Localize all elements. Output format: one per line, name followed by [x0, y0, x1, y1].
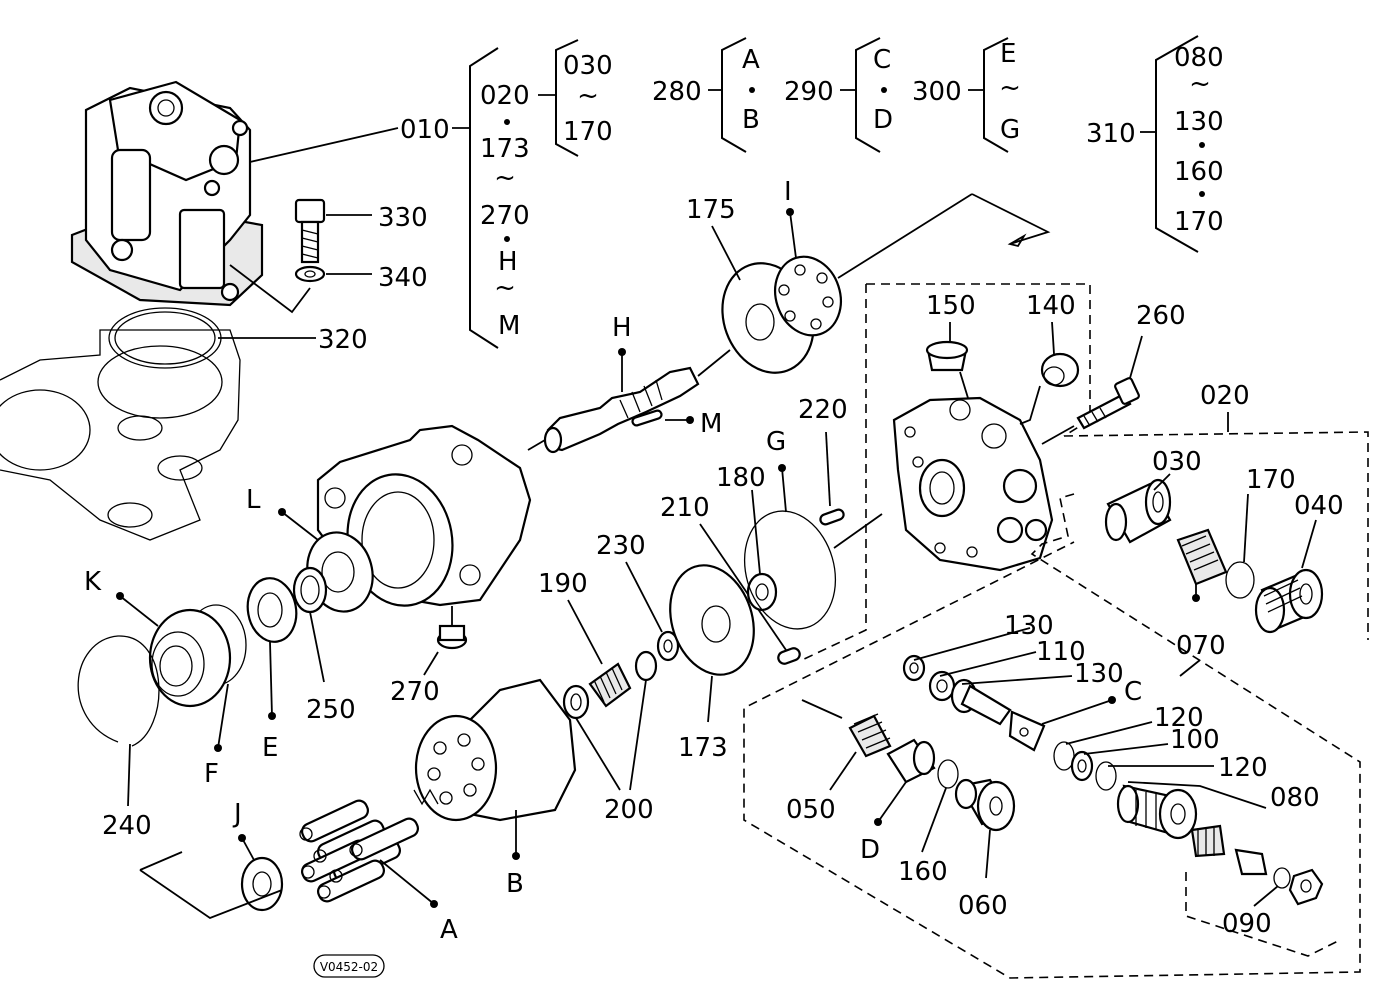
callout-173: 173 [678, 733, 728, 763]
callout-160: 160 [898, 857, 948, 887]
callout-170-legend2: 170 [1174, 207, 1224, 237]
callout-230: 230 [596, 531, 646, 561]
valve-070: 070 130 110 130 C 1 [743, 493, 1361, 979]
callout-080: 080 [1270, 783, 1320, 813]
callout-130-lower: 130 [1074, 659, 1124, 689]
callout-040: 040 [1294, 491, 1344, 521]
shaft-group: H M 175 I [527, 177, 1051, 454]
callout-070: 070 [1176, 631, 1226, 661]
spring-stack: 190 230 200 173 210 180 G 220 [538, 395, 883, 825]
callout-180: 180 [716, 463, 766, 493]
callout-090: 090 [1222, 909, 1272, 939]
valve-body: 150 140 260 020 [801, 283, 1250, 661]
bracket-280 [721, 37, 747, 153]
callout-G-legend: G [1000, 115, 1020, 145]
callout-J: J [232, 799, 242, 829]
callout-100: 100 [1170, 725, 1220, 755]
callout-130-legend: 130 [1174, 107, 1224, 137]
callout-E: E [262, 733, 278, 763]
callout-060: 060 [958, 891, 1008, 921]
callout-020-legend: 020 [480, 81, 530, 111]
svg-text:~: ~ [577, 81, 599, 111]
callout-110: 110 [1036, 637, 1086, 667]
callout-210: 210 [660, 493, 710, 523]
svg-text:~: ~ [494, 273, 516, 303]
callout-300: 300 [912, 77, 962, 107]
callout-260: 260 [1136, 301, 1186, 331]
callout-050: 050 [786, 795, 836, 825]
callout-175: 175 [686, 195, 736, 225]
svg-text:~: ~ [999, 73, 1021, 103]
callout-020: 020 [1200, 381, 1250, 411]
callout-B: B [506, 869, 524, 899]
callout-M: M [700, 409, 722, 439]
relief-valve-020: 030 170 040 [1063, 412, 1369, 640]
callout-G: G [766, 427, 786, 457]
callout-310: 310 [1086, 119, 1136, 149]
callout-330: 330 [378, 203, 428, 233]
callout-B-legend: B [742, 105, 760, 135]
callout-I: I [784, 177, 792, 207]
callout-340: 340 [378, 263, 428, 293]
callout-H: H [612, 313, 632, 343]
bracket-020 [555, 39, 579, 157]
callout-D-legend: D [873, 105, 893, 135]
callout-010: 010 [400, 115, 450, 145]
cylinder-group: B A [299, 678, 577, 945]
callout-030: 030 [1152, 447, 1202, 477]
callout-F: F [204, 759, 219, 789]
callout-240: 240 [102, 811, 152, 841]
callout-220: 220 [798, 395, 848, 425]
bracket-010 [469, 47, 499, 349]
callout-120-lower: 120 [1218, 753, 1268, 783]
callout-A-legend: A [742, 45, 760, 75]
callout-280: 280 [652, 77, 702, 107]
callout-250: 250 [306, 695, 356, 725]
callout-E-legend: E [1000, 39, 1016, 69]
callout-190: 190 [538, 569, 588, 599]
callout-C: C [1124, 677, 1142, 707]
bracket-300 [983, 37, 1009, 153]
assembly-legend: ~ ~ ~ ~ ~ 010 020 030 170 173 270 H M 28… [400, 35, 1224, 349]
callout-290: 290 [784, 77, 834, 107]
callout-270-legend: 270 [480, 201, 530, 231]
callout-M-legend: M [498, 311, 520, 341]
figure-reference: V0452-02 [313, 954, 385, 978]
callout-160-legend: 160 [1174, 157, 1224, 187]
bracket-310 [1155, 35, 1199, 253]
callout-C-legend: C [873, 45, 891, 75]
callout-200: 200 [604, 795, 654, 825]
motor-assembly: 330 340 320 [0, 80, 428, 541]
callout-140: 140 [1026, 291, 1076, 321]
callout-K: K [84, 567, 102, 597]
callout-150: 150 [926, 291, 976, 321]
callout-120-upper: 120 [1154, 703, 1204, 733]
left-parts: L 250 E F K 240 J [77, 485, 374, 920]
housing: 270 [316, 424, 532, 707]
callout-170: 170 [1246, 465, 1296, 495]
callout-170-legend: 170 [563, 117, 613, 147]
svg-text:~: ~ [1189, 69, 1211, 99]
callout-080-legend: 080 [1174, 43, 1224, 73]
figure-code: V0452-02 [320, 960, 378, 974]
callout-270: 270 [390, 677, 440, 707]
callout-L: L [246, 485, 261, 515]
pistons [299, 799, 419, 903]
callout-320: 320 [318, 325, 368, 355]
callout-130-upper: 130 [1004, 611, 1054, 641]
svg-text:~: ~ [494, 163, 516, 193]
callout-H-legend: H [498, 247, 518, 277]
bracket-290 [855, 37, 881, 153]
callout-030-legend: 030 [563, 51, 613, 81]
callout-D: D [860, 835, 880, 865]
callout-A: A [440, 915, 458, 945]
callout-173-legend: 173 [480, 134, 530, 164]
assembly-outline-upper [866, 283, 1091, 437]
